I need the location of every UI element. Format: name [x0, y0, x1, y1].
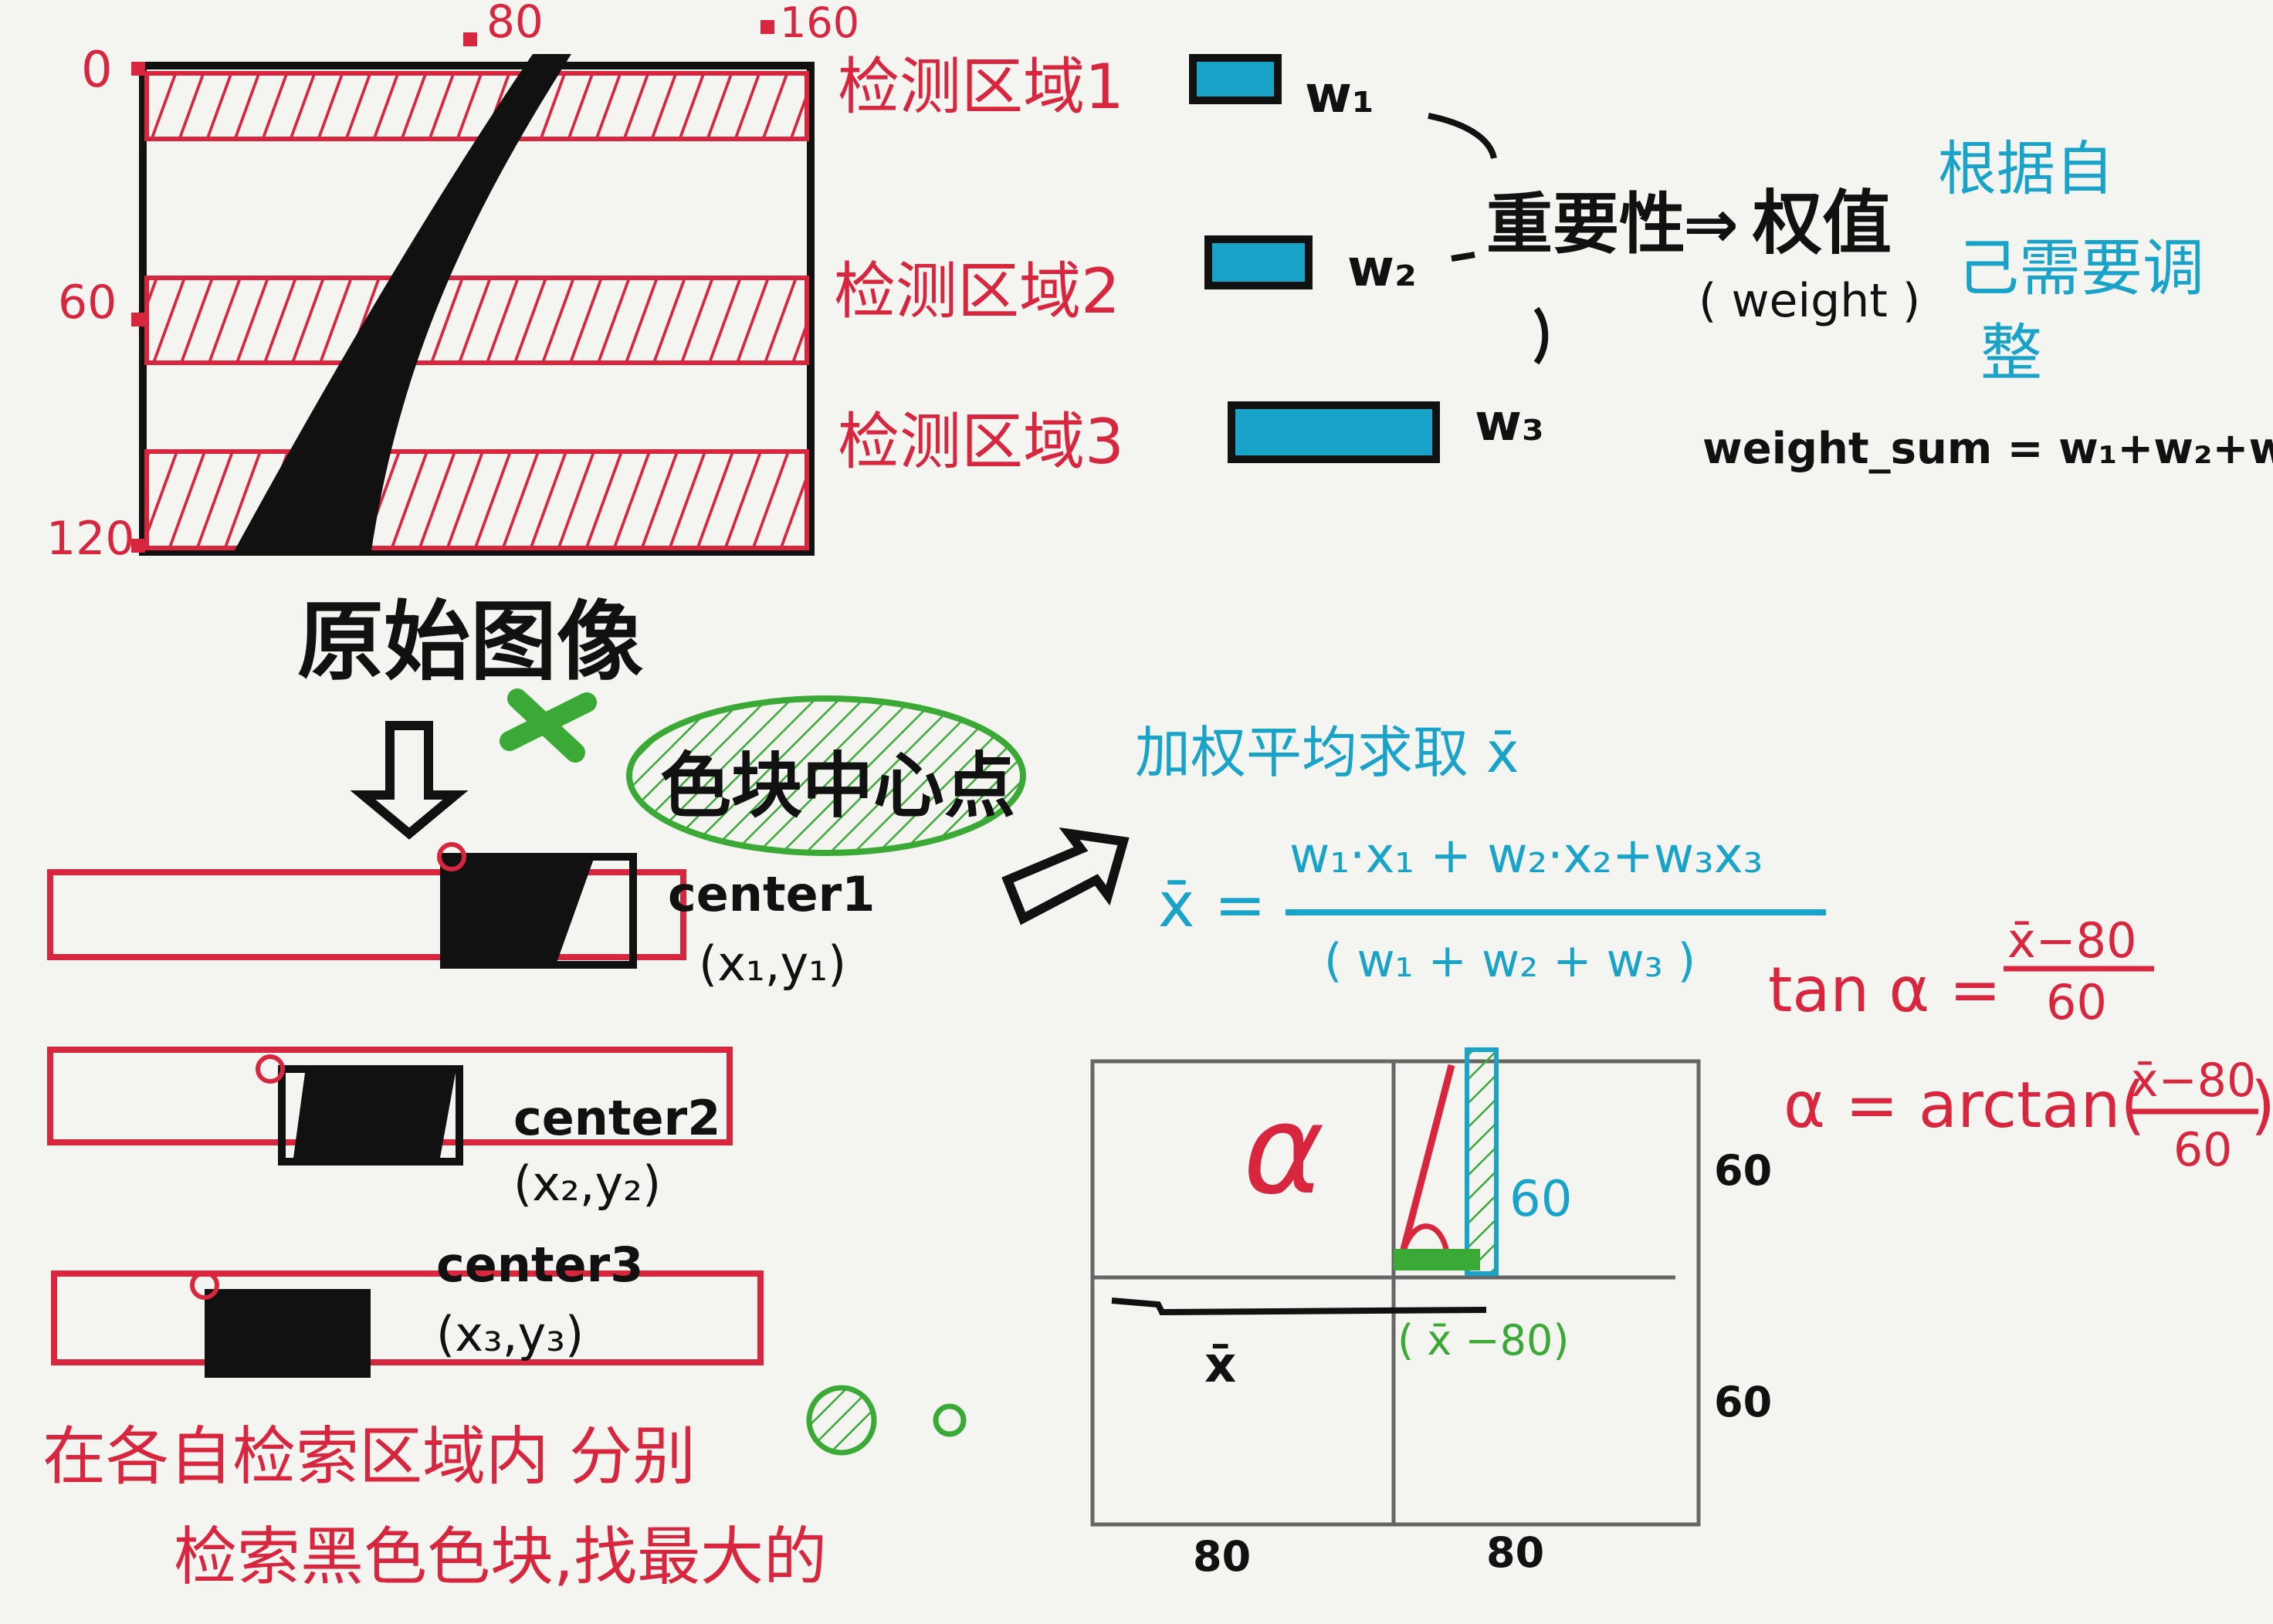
label-60-right-top: 60: [1714, 1146, 1772, 1195]
original-image-panel: 0 60 120 80 160 原始图像: [46, 0, 859, 692]
weight-w1-label: w₁: [1305, 65, 1374, 124]
angle-grid-diagram: α 60 60 60 80 80 x̄ ( x̄ −80): [1090, 1047, 1772, 1581]
green-hatched-dot: [806, 1385, 877, 1456]
center1-name: center1: [668, 866, 875, 922]
center-marker-3: [190, 1270, 219, 1300]
xbar-lhs: x̄ =: [1158, 869, 1266, 941]
weight-cn-label: 权值: [1752, 183, 1892, 264]
label-80-right: 80: [1486, 1528, 1544, 1577]
weighted-average-title: 加权平均求取 x̄: [1135, 720, 1519, 785]
alpha-symbol: α: [1243, 1078, 1324, 1222]
alpha-denominator: 60: [2173, 1123, 2232, 1177]
center-marker-1: [437, 842, 466, 871]
region-strip-1: [47, 869, 686, 960]
block-box-2: [278, 1065, 463, 1166]
black-track-line: [232, 54, 571, 556]
weight-w3-label: w₃: [1475, 393, 1544, 452]
center1-coord: (x₁,y₁): [699, 935, 846, 992]
center-marker-2: [256, 1054, 285, 1084]
marker-160: [760, 20, 774, 34]
detection-region-3-label: 检测区域3: [838, 406, 1124, 478]
adjust-note-line2: 己需要调: [1957, 232, 2204, 304]
xbar-label: x̄: [1204, 1337, 1236, 1394]
importance-block: 重要性 ⇒ 权值 ( weight ) weight_sum = w₁+w₂+w…: [1486, 134, 2273, 474]
label-60-right-bottom: 60: [1714, 1378, 1772, 1426]
detection-region-2-label: 检测区域2: [834, 255, 1120, 327]
weight-bar-1: [1189, 54, 1282, 104]
center2-name: center2: [513, 1090, 720, 1146]
marker-0: [131, 62, 145, 76]
diff-label: ( x̄ −80): [1397, 1316, 1569, 1365]
formula-numerator: w₁·x₁ + w₂·x₂+w₃x₃: [1289, 827, 1763, 885]
black-block-1: [444, 857, 595, 965]
weight-w2-label: w₂: [1347, 239, 1417, 298]
green-dot: [933, 1403, 967, 1437]
label-60-inner: 60: [1509, 1171, 1572, 1228]
row-label-60: 60: [58, 276, 117, 330]
brace-bottom: [1533, 306, 1549, 365]
center-point-cloud: [626, 695, 1026, 856]
height-60-bar: [1465, 1047, 1499, 1276]
weighted-average-block: 加权平均求取 x̄ x̄ = w₁·x₁ + w₂·x₂+w₃x₃ ( w₁ +…: [1001, 720, 1826, 988]
adjust-note-line3: 整: [1980, 317, 2042, 389]
centroid-block: 色块中心点 center1 (x₁,y₁) center2 (x₂,y₂) ce…: [42, 689, 1026, 1594]
weight-sum-formula: weight_sum = w₁+w₂+w₃: [1702, 424, 2273, 474]
tan-numerator: x̄−80: [2007, 912, 2137, 969]
marker-60: [131, 313, 145, 326]
weight-en-label: ( weight ): [1699, 274, 1920, 328]
green-cross-mark: [500, 689, 597, 763]
centroid-note-line1: 在各自检索区域内 分别: [42, 1420, 696, 1494]
row-label-120: 120: [46, 512, 135, 566]
alpha-close-paren: ): [2251, 1069, 2273, 1142]
region-band-2: [144, 276, 809, 365]
alpha-numerator: x̄−80: [2131, 1054, 2256, 1108]
detection-regions: 检测区域1 检测区域2 检测区域3 w₁ w₂ w₃: [834, 51, 1549, 478]
alpha-lhs: α = arctan(: [1784, 1069, 2146, 1142]
weight-bar-2: [1204, 235, 1313, 289]
angle-ray: [1397, 1064, 1455, 1260]
center3-name: center3: [436, 1237, 643, 1293]
row-label-0: 0: [81, 42, 113, 99]
region-band-1: [144, 71, 809, 141]
adjust-note-line1: 根据自: [1938, 134, 2114, 203]
xbar-distance-line: [1111, 1298, 1487, 1316]
importance-text: 重要性: [1486, 186, 1685, 263]
original-image-label: 原始图像: [297, 592, 643, 692]
center2-coord: (x₂,y₂): [513, 1155, 661, 1212]
implies-arrow: ⇒: [1683, 186, 1739, 263]
brace-middle: [1451, 252, 1475, 262]
angle-formulas: tan α = x̄−80 60 α = arctan( x̄−80 60 ): [1768, 912, 2273, 1177]
centroid-note-line2: 检索黑色色块,找最大的: [174, 1521, 827, 1594]
tan-lhs: tan α =: [1768, 954, 2001, 1026]
angle-arc: [1398, 1223, 1451, 1259]
image-frame: [139, 62, 815, 556]
label-80-left: 80: [1193, 1532, 1251, 1581]
right-arrow: [1001, 827, 1130, 925]
marker-80: [463, 32, 477, 46]
col-label-160: 160: [780, 0, 859, 47]
weight-bar-3: [1228, 401, 1440, 463]
offset-bar: [1394, 1249, 1480, 1270]
black-block-2: [293, 1073, 456, 1158]
center-point-label: 色块中心点: [660, 745, 1015, 827]
black-block-3: [205, 1289, 371, 1378]
marker-120: [131, 539, 145, 553]
tan-denominator: 60: [2046, 974, 2107, 1030]
down-arrow: [350, 721, 469, 840]
region-strip-3: [51, 1270, 764, 1365]
detection-region-1-label: 检测区域1: [838, 51, 1124, 123]
col-label-80: 80: [486, 0, 544, 48]
brace-top: [1428, 113, 1497, 160]
center3-coord: (x₃,y₃): [436, 1306, 584, 1362]
formula-denominator: ( w₁ + w₂ + w₃ ): [1324, 934, 1695, 988]
